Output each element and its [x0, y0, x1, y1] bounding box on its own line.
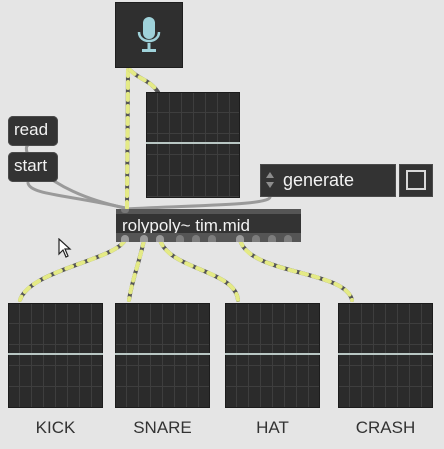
object-inlet[interactable]	[121, 209, 129, 213]
object-outlet[interactable]	[156, 235, 164, 242]
up-down-arrows-icon	[266, 172, 274, 188]
object-outlet[interactable]	[236, 235, 244, 242]
snare-slider[interactable]	[115, 303, 210, 408]
microphone-icon	[137, 17, 161, 52]
hat-slider-handle[interactable]	[225, 353, 320, 355]
object-outlet[interactable]	[192, 235, 200, 242]
snare-slider-handle[interactable]	[115, 353, 210, 355]
crash-slider-handle[interactable]	[338, 353, 433, 355]
kick-slider-handle[interactable]	[8, 353, 103, 355]
toggle-box	[406, 170, 426, 190]
kick-label: KICK	[35, 418, 76, 437]
object-outlet[interactable]	[268, 235, 276, 242]
cord-umenu-to-object	[123, 195, 272, 211]
crash-label: CRASH	[355, 418, 416, 437]
object-label: rolypoly~ tim.mid	[122, 216, 251, 235]
object-outlet[interactable]	[140, 235, 148, 242]
input-slider-handle[interactable]	[146, 142, 240, 144]
dropdown-selected-value: generate	[283, 170, 355, 190]
object-outlet[interactable]	[284, 235, 292, 242]
mouse-pointer-icon	[58, 238, 72, 258]
toggle-checkbox[interactable]	[399, 164, 433, 197]
signal-cords	[18, 68, 354, 302]
mic-input-button[interactable]	[115, 2, 183, 68]
mode-dropdown[interactable]: generate	[260, 164, 396, 197]
crash-slider[interactable]	[338, 303, 433, 408]
object-inlet-bar	[116, 209, 301, 214]
object-outlet[interactable]	[176, 235, 184, 242]
object-outlet[interactable]	[208, 235, 216, 242]
hat-label: HAT	[256, 418, 289, 437]
object-outlet[interactable]	[121, 235, 129, 242]
cord-start-to-object	[26, 181, 127, 210]
input-level-slider[interactable]	[146, 92, 240, 198]
snare-label: SNARE	[133, 418, 192, 437]
object-outlet[interactable]	[252, 235, 260, 242]
rolypoly-object[interactable]: rolypoly~ tim.mid	[116, 209, 301, 242]
hat-slider[interactable]	[225, 303, 320, 408]
kick-slider[interactable]	[8, 303, 103, 408]
start-message-button[interactable]: start	[8, 152, 58, 182]
read-message-button[interactable]: read	[8, 116, 58, 146]
